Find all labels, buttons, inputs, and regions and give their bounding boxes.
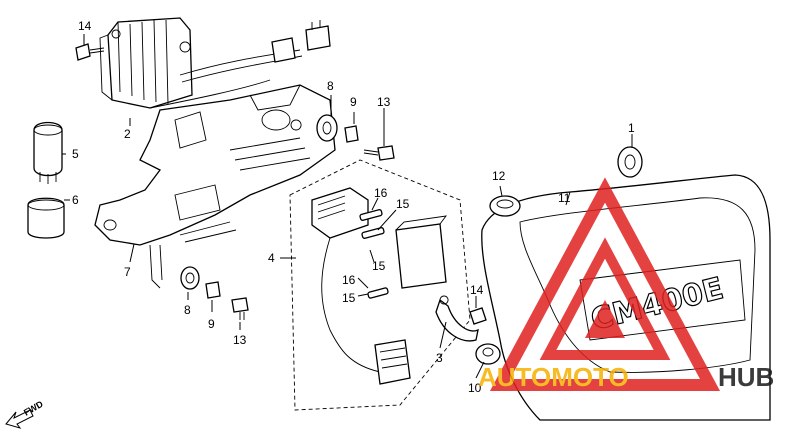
regulator-rectifier	[99, 17, 303, 109]
collar	[344, 125, 359, 143]
relay-rubber-band	[27, 197, 65, 239]
grommet	[316, 114, 338, 142]
callout-9: 9	[350, 95, 357, 109]
callout-13: 13	[233, 333, 247, 347]
callout-16: 16	[342, 273, 356, 287]
callout-12: 12	[492, 169, 506, 183]
callout-6: 6	[72, 193, 79, 207]
fwd-label: FWD	[22, 399, 45, 418]
callout-11: 11	[558, 191, 571, 205]
watermark-text-primary: AUTOMOTO	[478, 362, 629, 392]
bolt	[469, 307, 487, 325]
forward-direction-indicator: FWD	[5, 399, 45, 429]
watermark-triangle-icon	[489, 177, 721, 391]
grommet	[180, 266, 200, 290]
callout-5: 5	[72, 147, 79, 161]
callout-15: 15	[342, 291, 356, 305]
watermark-text-secondary: HUB	[718, 362, 774, 392]
mounting-bracket	[94, 84, 336, 289]
callout-14: 14	[470, 283, 484, 297]
grommet	[475, 343, 501, 365]
cable-clamp	[435, 295, 479, 342]
callout-7: 7	[124, 265, 131, 279]
callout-1: 1	[628, 121, 635, 135]
bolt	[75, 43, 105, 61]
callout-9: 9	[208, 317, 215, 331]
fuse	[359, 209, 389, 299]
watermark: AUTOMOTO HUB	[478, 177, 774, 392]
callout-4: 4	[268, 251, 275, 265]
leader-lines	[62, 34, 633, 379]
callout-15: 15	[372, 259, 386, 273]
fuse-box-assembly	[289, 159, 471, 411]
grommet	[617, 146, 643, 178]
bolt	[231, 297, 249, 320]
grommet	[489, 195, 521, 217]
callout-3: 3	[436, 351, 443, 365]
callout-16: 16	[374, 186, 388, 200]
wire-connector	[271, 20, 331, 63]
collar	[205, 281, 221, 299]
callout-numbers: 14 2 5 6 7 8 9 13 4 16 15 15 16 15 8 9 1…	[72, 19, 635, 395]
callout-10: 10	[468, 381, 482, 395]
callout-2: 2	[124, 127, 131, 141]
bolt	[363, 145, 395, 161]
callout-8: 8	[184, 303, 191, 317]
callout-8: 8	[327, 79, 334, 93]
callout-15: 15	[396, 197, 410, 211]
callout-14: 14	[78, 19, 92, 33]
callout-13: 13	[377, 95, 391, 109]
relay	[33, 121, 63, 184]
